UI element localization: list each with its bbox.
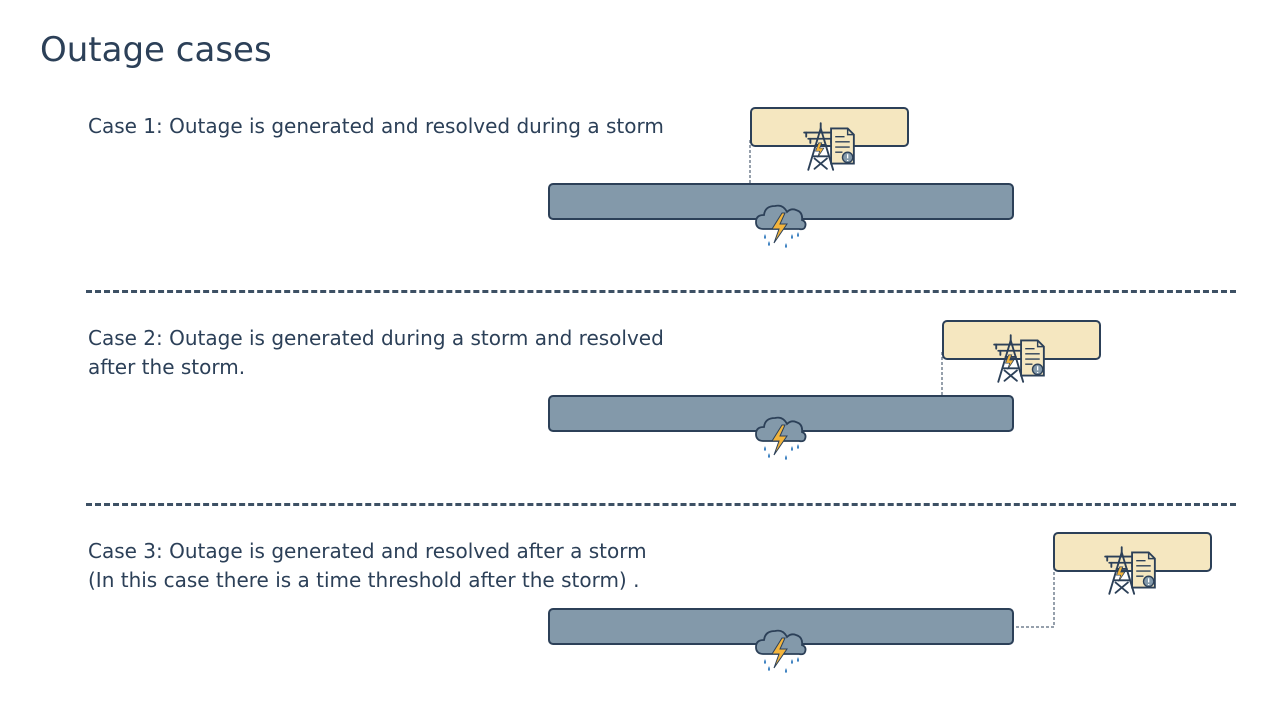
case-2-line-2: after the storm. [88,355,246,379]
case-3-description: Case 3: Outage is generated and resolved… [88,537,647,595]
case-2-description: Case 2: Outage is generated during a sto… [88,324,664,382]
power-tower-document-icon [800,120,858,172]
case-3-connector [1016,567,1055,628]
case-3-line-2: (In this case there is a time threshold … [88,568,640,592]
case-1-outage-event [750,107,909,147]
page-title: Outage cases [40,30,272,70]
case-2-connector [941,352,943,396]
storm-cloud-icon [752,198,808,252]
case-1-connector [749,140,751,184]
case-1-description: Case 1: Outage is generated and resolved… [88,112,664,141]
power-tower-document-icon [1101,544,1159,596]
section-divider [86,503,1236,506]
case-2-line-1: Case 2: Outage is generated during a sto… [88,326,664,350]
storm-cloud-icon [752,623,808,677]
case-3-line-1: Case 3: Outage is generated and resolved… [88,539,647,563]
section-divider [86,290,1236,293]
case-1-line-1: Case 1: Outage is generated and resolved… [88,114,664,138]
power-tower-document-icon [990,332,1048,384]
storm-cloud-icon [752,410,808,464]
